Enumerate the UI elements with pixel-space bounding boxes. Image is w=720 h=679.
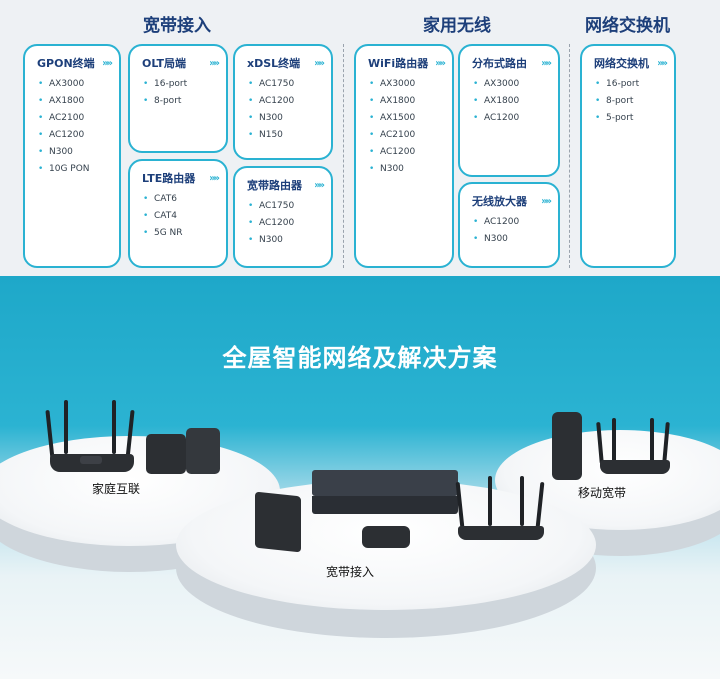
chevron-right-icon: »» — [541, 195, 552, 207]
card-xdsl[interactable]: xDSL终端 »» AC1750 AC1200 N300 N150 — [233, 44, 333, 160]
mesh-node-image — [146, 434, 186, 474]
antenna — [650, 418, 654, 462]
list-item[interactable]: AC1200 — [472, 214, 550, 231]
banner-title: 全屋智能网络及解决方案 — [222, 344, 498, 372]
card-mesh-router[interactable]: 分布式路由 »» AX3000 AX1800 AC1200 — [458, 44, 560, 177]
card-gpon[interactable]: GPON终端 »» AX3000 AX1800 AC2100 AC1200 N30… — [23, 44, 121, 268]
card-olt[interactable]: OLT局端 »» 16-port 8-port — [128, 44, 228, 153]
switch-device-image — [312, 470, 458, 496]
list-item[interactable]: AC1200 — [247, 215, 323, 232]
mesh-node-image — [186, 428, 220, 474]
card-title: OLT局端 — [142, 57, 187, 70]
list-item[interactable]: AX1800 — [472, 93, 550, 110]
card-switch[interactable]: 网络交换机 »» 16-port 8-port 5-port — [580, 44, 676, 268]
router-device-image — [80, 456, 102, 464]
list-item[interactable]: 8-port — [142, 93, 218, 110]
chevron-right-icon: »» — [209, 172, 220, 184]
chevron-right-icon: »» — [541, 57, 552, 69]
list-item[interactable]: 5-port — [594, 110, 666, 127]
list-item[interactable]: N150 — [247, 127, 323, 144]
antenna — [112, 400, 116, 454]
card-extender[interactable]: 无线放大器 »» AC1200 N300 — [458, 182, 560, 268]
chevron-right-icon: »» — [314, 179, 325, 191]
platform-label-home: 家庭互联 — [92, 482, 141, 496]
section-title-switch: 网络交换机 — [585, 16, 670, 36]
list-item[interactable]: AC1200 — [247, 93, 323, 110]
list-item[interactable]: 5G NR — [142, 225, 218, 242]
switch-device-image — [312, 496, 458, 514]
chevron-right-icon: »» — [314, 57, 325, 69]
list-item[interactable]: AX3000 — [37, 76, 111, 93]
modem-device-image — [255, 491, 301, 553]
list-item[interactable]: 16-port — [594, 76, 666, 93]
card-broadband-router[interactable]: 宽带路由器 »» AC1750 AC1200 N300 — [233, 166, 333, 268]
list-item[interactable]: N300 — [368, 161, 444, 178]
router-device-image — [458, 526, 544, 540]
list-item[interactable]: AC2100 — [37, 110, 111, 127]
list-item[interactable]: N300 — [37, 144, 111, 161]
card-title: GPON终端 — [37, 57, 95, 70]
card-title: 无线放大器 — [472, 195, 527, 208]
mobile-router-image — [552, 412, 582, 480]
card-title: 网络交换机 — [594, 57, 649, 70]
list-item[interactable]: AC1750 — [247, 198, 323, 215]
list-item[interactable]: CAT6 — [142, 191, 218, 208]
list-item[interactable]: 16-port — [142, 76, 218, 93]
section-title-broadband: 宽带接入 — [143, 16, 211, 36]
list-item[interactable]: AX1800 — [368, 93, 444, 110]
chevron-right-icon: »» — [102, 57, 113, 69]
chevron-right-icon: »» — [435, 57, 446, 69]
chevron-right-icon: »» — [657, 57, 668, 69]
list-item[interactable]: AX1800 — [37, 93, 111, 110]
platform-label-mobile: 移动宽带 — [578, 486, 627, 500]
antenna — [488, 476, 492, 526]
list-item[interactable]: 8-port — [594, 93, 666, 110]
list-item[interactable]: AX3000 — [472, 76, 550, 93]
section-divider — [343, 44, 344, 268]
list-item[interactable]: AC2100 — [368, 127, 444, 144]
platform-label-broadband: 宽带接入 — [326, 565, 375, 579]
solution-banner: 全屋智能网络及解决方案 家庭互联 移动宽带 宽带接入 — [0, 276, 720, 679]
list-item[interactable]: N300 — [247, 232, 323, 249]
list-item[interactable]: AX3000 — [368, 76, 444, 93]
list-item[interactable]: AC1200 — [472, 110, 550, 127]
list-item[interactable]: N300 — [472, 231, 550, 248]
antenna — [520, 476, 524, 526]
list-item[interactable]: AX1500 — [368, 110, 444, 127]
list-item[interactable]: CAT4 — [142, 208, 218, 225]
antenna — [64, 400, 68, 454]
product-categories-panel: 宽带接入 家用无线 网络交换机 GPON终端 »» AX3000 AX1800 A… — [0, 0, 720, 276]
antenna — [612, 418, 616, 462]
card-title: 宽带路由器 — [247, 179, 302, 192]
list-item[interactable]: AC1200 — [37, 127, 111, 144]
list-item[interactable]: AC1750 — [247, 76, 323, 93]
chevron-right-icon: »» — [209, 57, 220, 69]
router-device-image — [600, 460, 670, 474]
section-title-home-wireless: 家用无线 — [423, 16, 491, 36]
list-item[interactable]: AC1200 — [368, 144, 444, 161]
card-wifi-router[interactable]: WiFi路由器 »» AX3000 AX1800 AX1500 AC2100 AC… — [354, 44, 454, 268]
ont-device-image — [362, 526, 410, 548]
card-title: xDSL终端 — [247, 57, 301, 70]
card-lte[interactable]: LTE路由器 »» CAT6 CAT4 5G NR — [128, 159, 228, 268]
list-item[interactable]: 10G PON — [37, 161, 111, 178]
section-divider — [569, 44, 570, 268]
card-title: LTE路由器 — [142, 172, 196, 185]
card-title: WiFi路由器 — [368, 57, 429, 70]
list-item[interactable]: N300 — [247, 110, 323, 127]
card-title: 分布式路由 — [472, 57, 527, 70]
